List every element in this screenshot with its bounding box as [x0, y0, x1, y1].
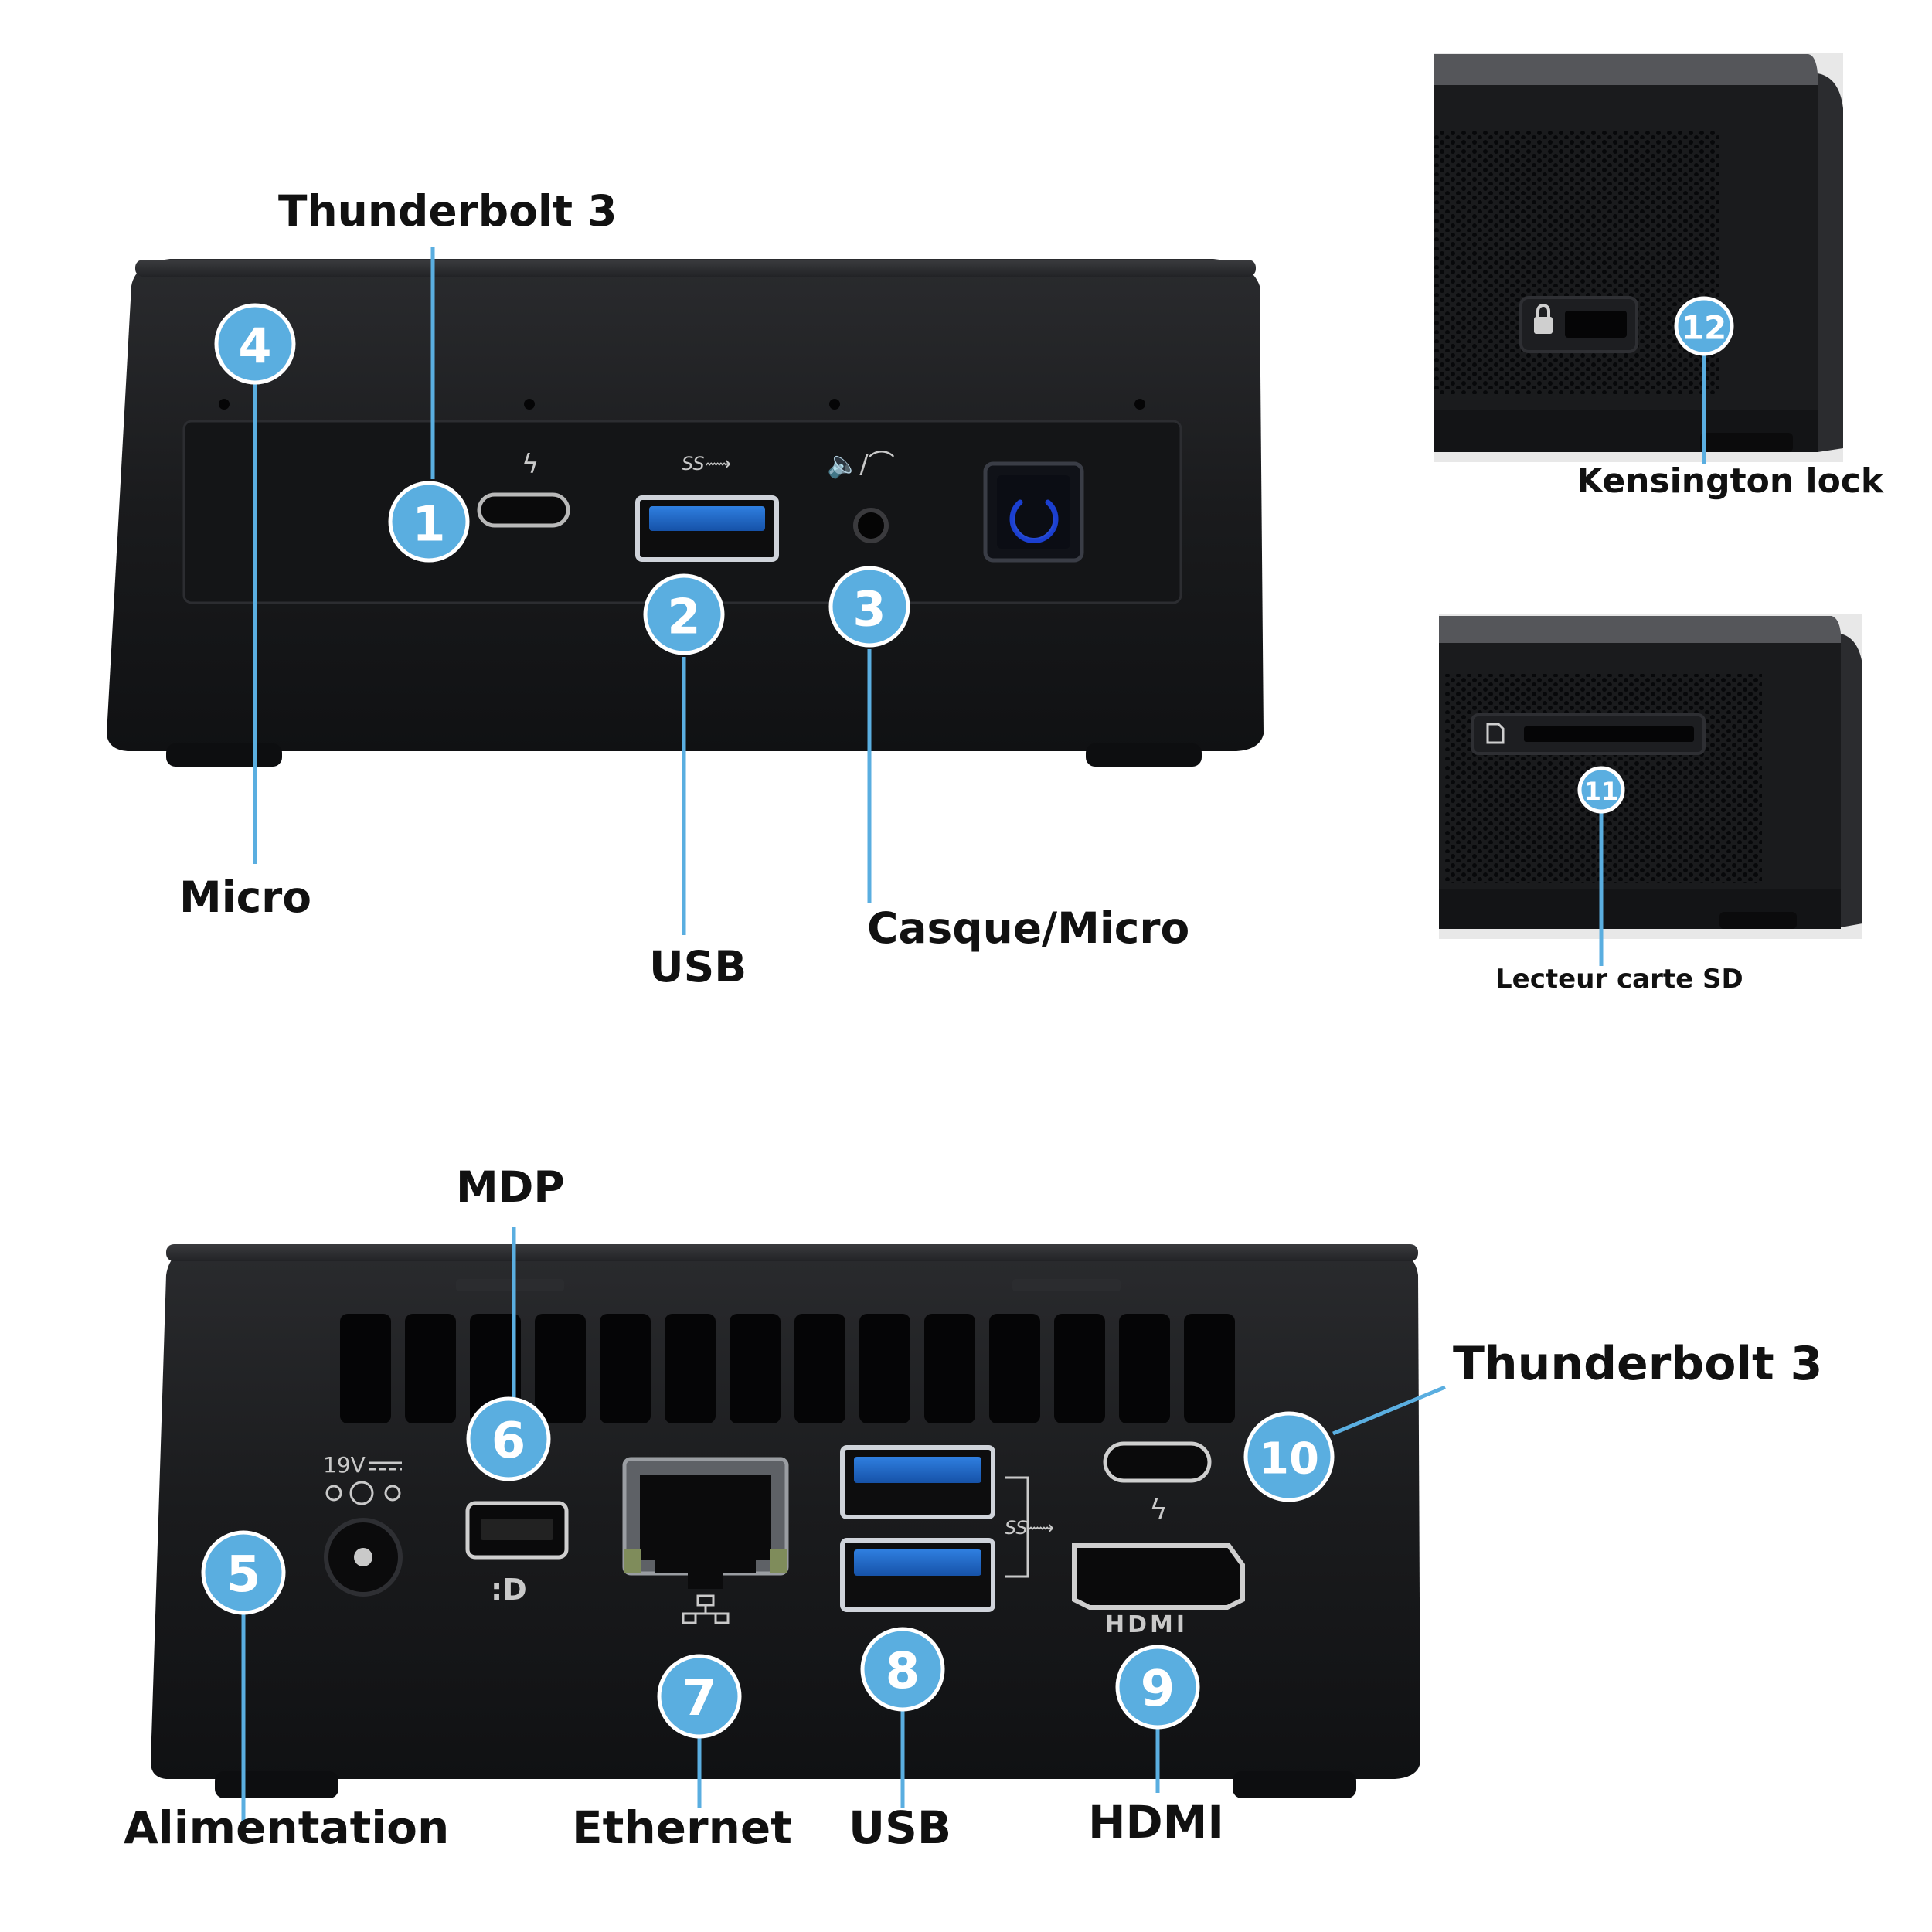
label-kensington-lock: Kensington lock: [1577, 461, 1885, 501]
svg-text:10: 10: [1259, 1434, 1319, 1485]
sd-card-icon: [1486, 723, 1505, 744]
svg-text:12: 12: [1682, 309, 1726, 347]
badge-8: 8: [860, 1627, 945, 1712]
badge-10: 10: [1243, 1411, 1335, 1502]
label-thunderbolt-front: Thunderbolt 3: [278, 186, 617, 236]
hdmi-logo: HDMI: [1105, 1611, 1188, 1638]
front-view: ϟ SS⟿ 🔈/⌒ 1 2 3: [107, 186, 1264, 992]
label-usb-front: USB: [649, 942, 747, 992]
svg-text:1: 1: [412, 496, 445, 553]
badge-3: 3: [828, 566, 910, 648]
front-usba-tongue: [649, 506, 765, 531]
label-mdp: MDP: [456, 1162, 565, 1212]
usb-bracket: [1005, 1476, 1029, 1578]
label-sd-reader: Lecteur carte SD: [1495, 964, 1743, 995]
side-sd-view: 11 Lecteur carte SD: [1439, 614, 1862, 995]
displayport-logo: :D: [491, 1573, 527, 1607]
front-usbc-port: [477, 492, 570, 528]
svg-text:2: 2: [667, 589, 700, 645]
badge-4: 4: [214, 303, 296, 385]
ethernet-port: [622, 1457, 789, 1589]
mic-hole: [219, 399, 230, 410]
badge-5: 5: [201, 1530, 286, 1615]
label-ethernet: Ethernet: [572, 1801, 792, 1854]
rear-foot-right: [1233, 1771, 1356, 1798]
mic-hole: [829, 399, 840, 410]
power-rating-text: 19V: [323, 1452, 366, 1478]
badge-1: 1: [388, 481, 470, 563]
rear-top-edge: [166, 1244, 1418, 1261]
sd-slot: [1524, 726, 1694, 742]
svg-text:6: 6: [492, 1413, 526, 1470]
kensington-slot: [1565, 311, 1627, 338]
label-casque-micro: Casque/Micro: [867, 903, 1189, 953]
side-lock-mesh: [1434, 131, 1719, 394]
badge-12: 12: [1674, 296, 1734, 356]
rear-foot-left: [215, 1771, 338, 1798]
front-foot-left: [166, 743, 282, 767]
label-usb-rear: USB: [849, 1801, 951, 1854]
mic-hole: [1134, 399, 1145, 410]
dc-polarity-icon: [325, 1461, 402, 1505]
lock-icon: [1534, 304, 1553, 334]
network-icon: [682, 1594, 730, 1624]
badge-11: 11: [1577, 766, 1625, 814]
svg-text:11: 11: [1584, 777, 1619, 806]
badge-6: 6: [466, 1396, 551, 1481]
audio-headset-icon: 🔈/⌒: [827, 449, 895, 480]
front-top-edge: [135, 260, 1256, 277]
badge-7: 7: [657, 1654, 742, 1739]
power-icon: [1009, 485, 1059, 543]
svg-text:8: 8: [886, 1643, 920, 1700]
rear-usba-port-top: [840, 1445, 995, 1519]
svg-text:3: 3: [852, 581, 886, 638]
hdmi-port: [1072, 1543, 1245, 1610]
thunderbolt-icon: ϟ: [522, 449, 539, 480]
leader-thunderbolt-rear: [1332, 1385, 1446, 1436]
badge-9: 9: [1115, 1645, 1200, 1730]
svg-text:5: 5: [226, 1546, 261, 1604]
rear-vents: [340, 1314, 1235, 1423]
badge-2: 2: [643, 573, 725, 655]
svg-text:4: 4: [238, 318, 271, 375]
rear-usbc-port: [1103, 1441, 1212, 1483]
rear-usba-port-bottom: [840, 1538, 995, 1612]
label-alimentation: Alimentation: [124, 1801, 449, 1854]
svg-text:7: 7: [682, 1670, 717, 1727]
front-foot-right: [1086, 743, 1202, 767]
usb-ss-icon: SS⟿: [682, 453, 731, 474]
mic-hole: [524, 399, 535, 410]
thunderbolt-icon: ϟ: [1149, 1494, 1168, 1526]
rear-view: 19V :D: [124, 1162, 1822, 1854]
usb-ss-icon: SS⟿: [1005, 1517, 1054, 1539]
svg-text:9: 9: [1141, 1661, 1175, 1718]
label-hdmi: HDMI: [1088, 1796, 1224, 1849]
label-micro: Micro: [179, 872, 311, 922]
front-audio-jack: [853, 508, 889, 543]
label-thunderbolt-rear: Thunderbolt 3: [1453, 1337, 1822, 1391]
side-lock-view: 12 Kensington lock: [1434, 53, 1885, 501]
